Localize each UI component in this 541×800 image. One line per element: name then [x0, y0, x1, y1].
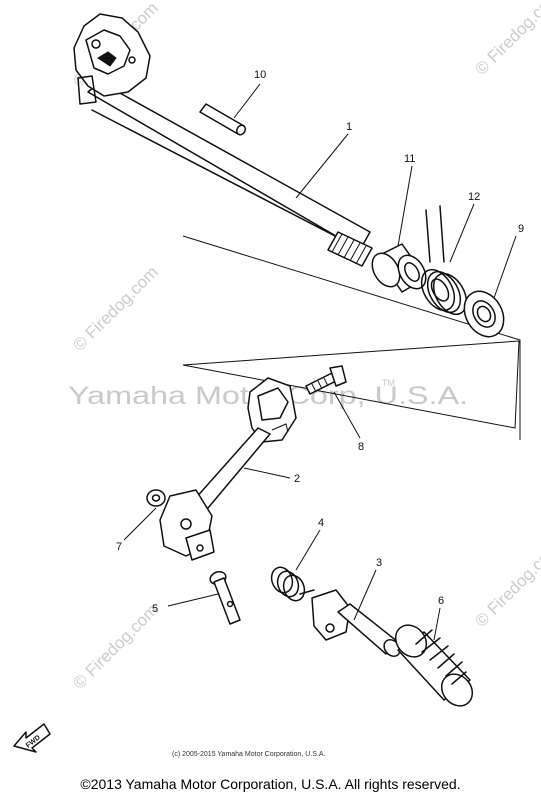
callout-8: 8	[358, 441, 364, 453]
callout-1: 1	[346, 121, 352, 133]
oil-seal	[463, 290, 505, 338]
callout-3: 3	[376, 557, 382, 569]
watermark-site-bottom-right: © Firedog.com	[471, 538, 541, 630]
callout-4: 4	[318, 517, 324, 529]
shift-pedal-arm	[159, 377, 297, 561]
watermark-site-mid-left: © Firedog.com	[69, 262, 161, 354]
small-copyright: (c) 2005-2015 Yamaha Motor Corporation, …	[172, 751, 325, 758]
return-spring	[420, 205, 468, 316]
watermark-site-bottom-left: © Firedog.com	[69, 600, 161, 692]
torsion-spring	[270, 566, 315, 602]
callout-11: 11	[404, 153, 415, 165]
collar	[371, 243, 427, 293]
callout-numbers: 10 1 11 12 9 8 2 7 4 3 5 6	[116, 69, 524, 615]
callout-2: 2	[294, 473, 300, 485]
callout-7: 7	[116, 541, 122, 553]
bolt	[305, 365, 347, 395]
callout-leaders	[123, 83, 517, 641]
rubber-pedal	[394, 624, 474, 707]
washer	[146, 489, 166, 507]
callout-6: 6	[438, 595, 444, 607]
forward-direction-indicator: FWD	[13, 723, 51, 753]
watermark-tm: TM	[382, 378, 395, 388]
pedal-lever	[311, 589, 401, 657]
callout-9: 9	[518, 223, 524, 235]
shift-shaft	[73, 13, 373, 267]
footer-copyright: ©2013 Yamaha Motor Corporation, U.S.A. A…	[80, 776, 461, 792]
pin	[199, 103, 247, 136]
callout-10: 10	[254, 69, 266, 81]
callout-5: 5	[152, 603, 158, 615]
callout-12: 12	[468, 191, 480, 203]
pivot-pin	[209, 570, 241, 625]
watermark-site-top-right: © Firedog.com	[471, 0, 541, 79]
assembly-outline	[182, 235, 521, 440]
